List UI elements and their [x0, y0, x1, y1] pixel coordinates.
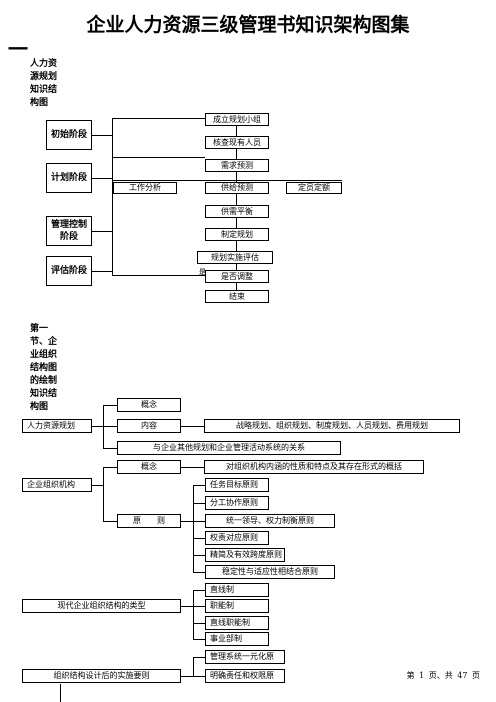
connector [193, 521, 205, 522]
connector [193, 657, 205, 658]
branch-line [193, 485, 194, 573]
stage-initial: 初始阶段 [46, 120, 92, 150]
connector [103, 467, 117, 468]
org-concept-detail-box: 对组织机构内涵的性质和特点及其存在形式的概括 [204, 460, 424, 474]
connector [112, 180, 342, 181]
connector [193, 538, 205, 539]
branch-line [103, 467, 104, 522]
principle-box: 统一领导、权力制衡原则 [205, 514, 335, 528]
flow-spine [236, 125, 237, 269]
connector [92, 231, 112, 232]
relation-box: 与企业其他规划和企业管理活动系统的关系 [117, 441, 341, 455]
connector [193, 676, 205, 677]
connector [103, 521, 117, 522]
impl-item-box: 明确责任和权限原 [205, 669, 285, 683]
stage-evaluation: 评估阶段 [46, 256, 92, 286]
connector [193, 639, 205, 640]
branch-line [193, 657, 194, 677]
step-box: 供需平衡 [205, 205, 269, 218]
org-structure-box: 企业组织机构 [22, 478, 92, 492]
principle-box: 稳定性与适应性相结合原则 [205, 565, 335, 579]
connector [103, 405, 117, 406]
connector [60, 684, 61, 702]
connector [112, 275, 205, 276]
staffing-box: 定员定额 [286, 182, 342, 194]
type-box: 直线职能制 [205, 616, 269, 630]
step-box: 核查现有人员 [205, 136, 269, 149]
type-box: 职能制 [205, 599, 269, 613]
job-analysis-box: 工作分析 [113, 182, 177, 194]
principle-box: 分工协作原则 [205, 496, 269, 510]
hr-planning-box: 人力资源规划 [22, 419, 92, 433]
type-box: 事业部制 [205, 632, 269, 646]
connector [181, 606, 193, 607]
connector [92, 271, 112, 272]
connector [193, 623, 205, 624]
concept-box: 概念 [117, 398, 181, 412]
connector [112, 118, 205, 119]
stage-planning: 计划阶段 [46, 163, 92, 193]
yes-label: 是 [199, 268, 206, 276]
connector [193, 555, 205, 556]
connector [92, 135, 112, 136]
org-concept-box: 概念 [117, 460, 181, 474]
branch-line [103, 405, 104, 449]
connector [193, 590, 205, 591]
connector [112, 157, 113, 180]
step-box: 制定规划 [205, 228, 269, 241]
step-box: 成立规划小组 [205, 113, 269, 126]
impl-item-box: 管理系统一元化原 [205, 650, 285, 664]
connector [236, 283, 237, 290]
step-box: 结束 [205, 290, 269, 303]
section-label: 人力资源规划知识结构图 [30, 59, 58, 108]
step-box: 供给预测 [205, 182, 269, 194]
connector [92, 178, 112, 179]
principle-box: 精简及有效跨度原则 [205, 548, 285, 562]
connector [103, 448, 117, 449]
step-box: 需求预测 [205, 159, 269, 172]
step-box: 规划实施评估 [197, 251, 273, 264]
stage-bracket-line [112, 118, 113, 276]
connector [181, 521, 193, 522]
connector [103, 426, 117, 427]
connector [92, 426, 103, 427]
principle-box: 权责对应原则 [205, 531, 269, 545]
connector [92, 485, 103, 486]
page-title: 企业人力资源三级管理书知识架构图集 [86, 14, 410, 36]
stage-control: 管理控制阶段 [46, 216, 92, 246]
flow-spine [236, 254, 237, 274]
section1-label: 第一节、企业组织结构图的绘制知识结构图 [30, 324, 58, 412]
step-box: 是否调整 [205, 270, 269, 283]
type-box: 直线制 [205, 583, 269, 597]
connector [112, 157, 205, 158]
page-footer: 第 1 页、共 47 页 [406, 671, 480, 680]
connector [181, 467, 204, 468]
modern-types-box: 现代企业组织结构的类型 [22, 599, 181, 613]
principles-box: 原 则 [117, 514, 181, 528]
connector [181, 676, 193, 677]
content-detail-box: 战略规划、组织规划、制度规划、人员规划、费用规划 [204, 419, 460, 433]
section-mark: 一 [8, 37, 28, 61]
connector [193, 485, 205, 486]
connector [193, 503, 205, 504]
principle-box: 任务目标原则 [205, 478, 269, 492]
connector [181, 426, 204, 427]
content-box: 内容 [117, 419, 181, 433]
connector [193, 572, 205, 573]
connector [193, 606, 205, 607]
implementation-box: 组织结构设计后的实施要则 [22, 669, 181, 683]
branch-line [193, 590, 194, 640]
